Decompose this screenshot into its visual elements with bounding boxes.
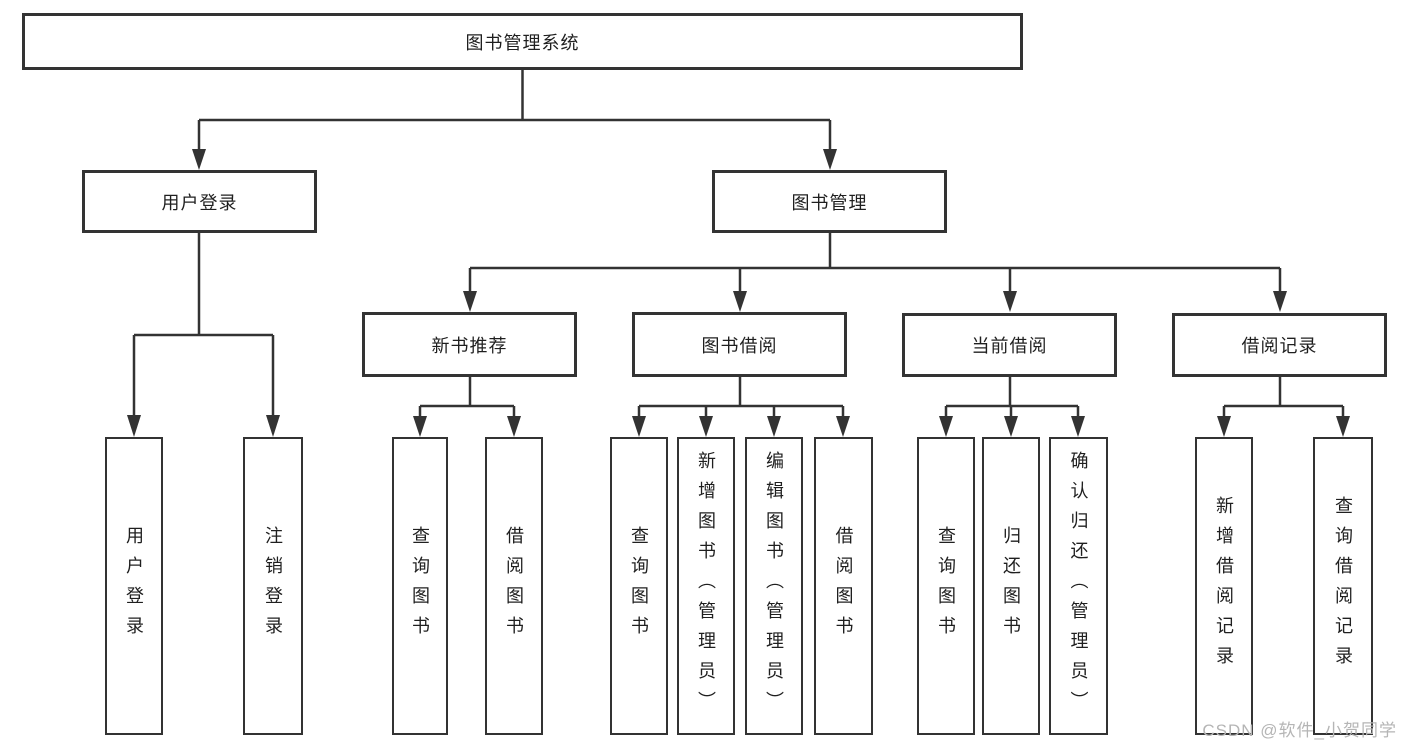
node-root-label: 图书管理系统 bbox=[465, 32, 580, 53]
leaf-borrow-books-recommend-label: 借阅图书 bbox=[504, 526, 524, 646]
csdn-watermark: CSDN @软件_小贺同学 bbox=[1202, 721, 1397, 740]
wire-borrow-records-to-leaves bbox=[1217, 377, 1350, 437]
leaf-query-books-borrow: 查询图书 bbox=[610, 437, 668, 735]
wire-current-borrow-to-leaves bbox=[939, 377, 1085, 437]
node-current-borrow: 当前借阅 bbox=[902, 313, 1117, 377]
wire-root-to-level2 bbox=[192, 70, 837, 170]
node-book-borrow: 图书借阅 bbox=[632, 312, 847, 377]
leaf-add-books-admin-label: 新增图书（管理员） bbox=[696, 451, 716, 721]
node-borrow-records-label: 借阅记录 bbox=[1241, 336, 1318, 356]
leaf-edit-books-admin-label: 编辑图书（管理员） bbox=[764, 451, 784, 721]
leaf-edit-books-admin: 编辑图书（管理员） bbox=[745, 437, 803, 735]
leaf-user-login: 用户登录 bbox=[105, 437, 163, 735]
node-user-login: 用户登录 bbox=[82, 170, 317, 233]
node-book-management-label: 图书管理 bbox=[791, 192, 868, 213]
node-user-login-label: 用户登录 bbox=[161, 192, 238, 213]
leaf-query-books-current: 查询图书 bbox=[917, 437, 975, 735]
node-book-borrow-label: 图书借阅 bbox=[701, 335, 778, 356]
leaf-query-borrow-record: 查询借阅记录 bbox=[1313, 437, 1373, 735]
leaf-query-books-borrow-label: 查询图书 bbox=[629, 526, 649, 646]
leaf-add-borrow-record: 新增借阅记录 bbox=[1195, 437, 1253, 735]
leaf-return-books-label: 归还图书 bbox=[1001, 526, 1021, 646]
wire-new-book-to-leaves bbox=[413, 377, 521, 437]
wire-book-management-to-level3 bbox=[463, 233, 1287, 312]
leaf-logout-label: 注销登录 bbox=[263, 526, 283, 646]
leaf-add-books-admin: 新增图书（管理员） bbox=[677, 437, 735, 735]
leaf-query-borrow-record-label: 查询借阅记录 bbox=[1333, 496, 1353, 676]
leaf-query-books-current-label: 查询图书 bbox=[936, 526, 956, 646]
leaf-borrow-books: 借阅图书 bbox=[814, 437, 873, 735]
leaf-borrow-books-recommend: 借阅图书 bbox=[485, 437, 543, 735]
leaf-add-borrow-record-label: 新增借阅记录 bbox=[1214, 496, 1234, 676]
node-borrow-records: 借阅记录 bbox=[1172, 313, 1387, 377]
leaf-borrow-books-label: 借阅图书 bbox=[833, 526, 854, 646]
leaf-query-books-recommend: 查询图书 bbox=[392, 437, 448, 735]
wire-book-borrow-to-leaves bbox=[632, 377, 850, 437]
leaf-query-books-recommend-label: 查询图书 bbox=[410, 526, 430, 646]
node-book-management: 图书管理 bbox=[712, 170, 947, 233]
node-current-borrow-label: 当前借阅 bbox=[971, 336, 1048, 356]
leaf-logout: 注销登录 bbox=[243, 437, 303, 735]
node-new-book-recommend-label: 新书推荐 bbox=[431, 335, 508, 356]
leaf-return-books: 归还图书 bbox=[982, 437, 1040, 735]
leaf-confirm-return-admin-label: 确认归还（管理员） bbox=[1068, 451, 1089, 721]
node-root-system: 图书管理系统 bbox=[22, 13, 1023, 70]
leaf-confirm-return-admin: 确认归还（管理员） bbox=[1049, 437, 1108, 735]
leaf-user-login-label: 用户登录 bbox=[124, 526, 144, 646]
wire-user-login-to-leaves bbox=[127, 233, 280, 437]
node-new-book-recommend: 新书推荐 bbox=[362, 312, 577, 377]
